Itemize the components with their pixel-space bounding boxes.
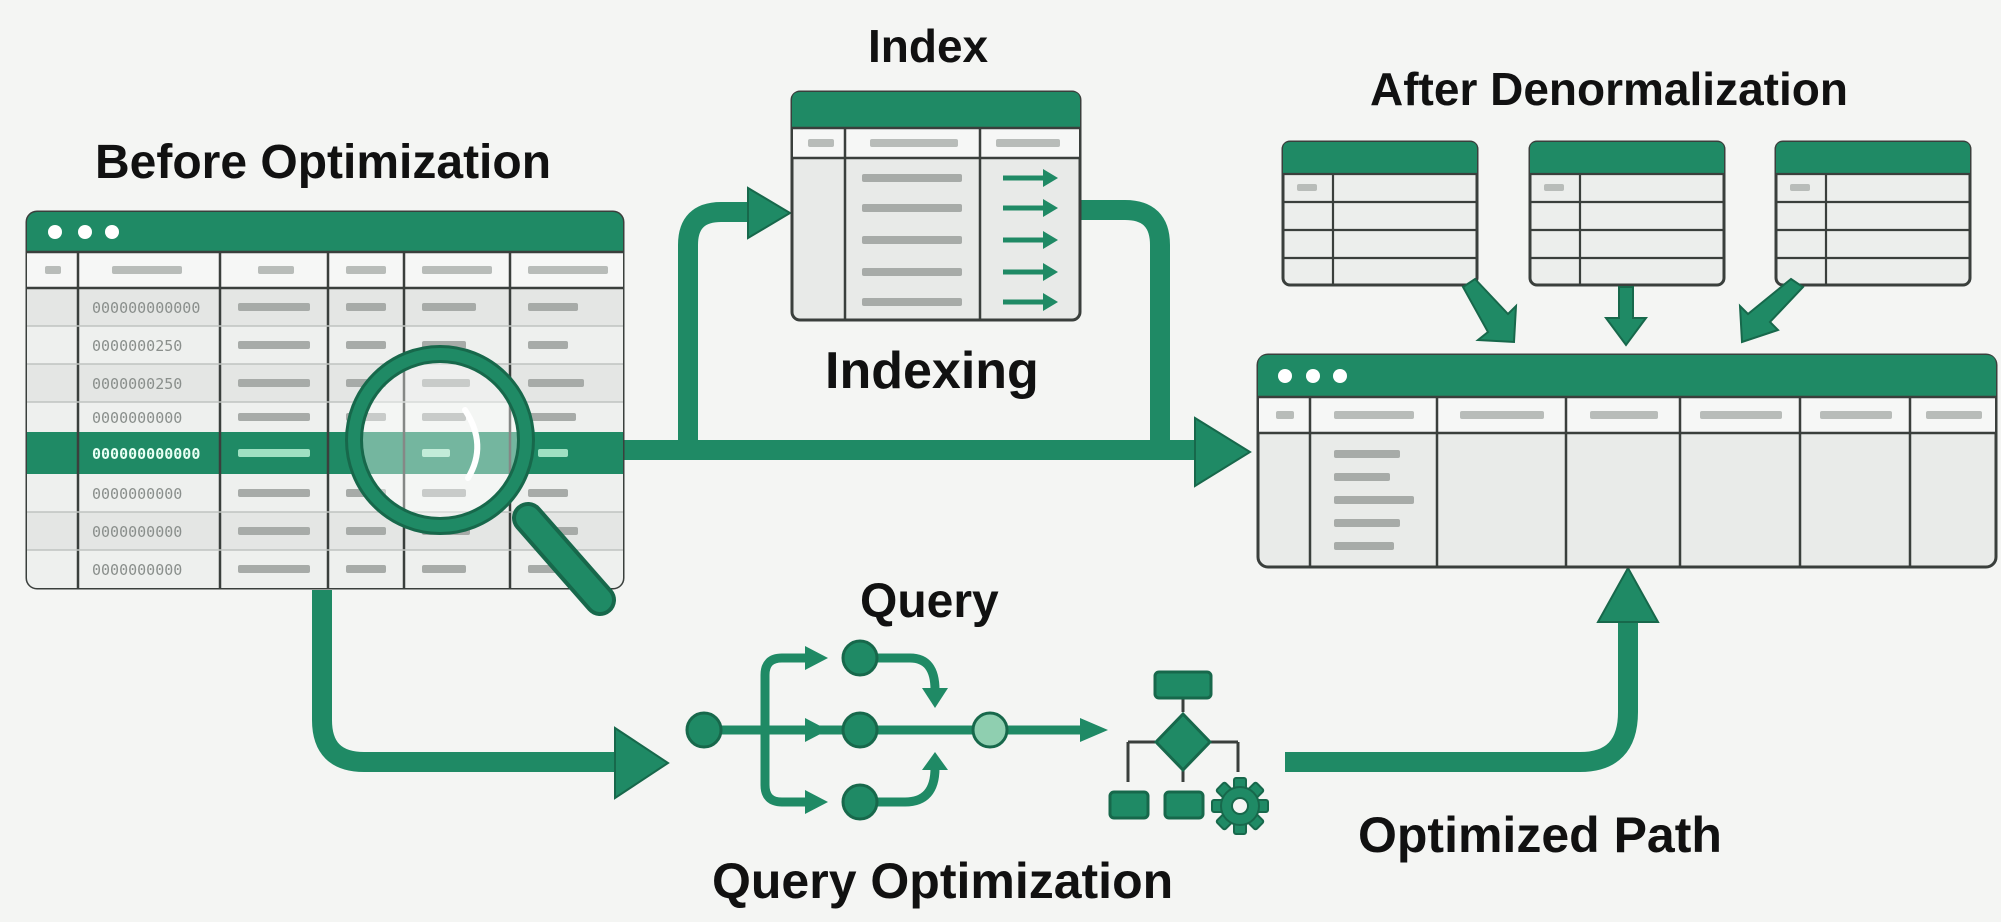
arrow-icon: [1003, 169, 1058, 311]
row-codes: 000000000000 0000000250 0000000250 00000…: [92, 299, 200, 579]
index-table: [790, 90, 1082, 322]
before-optimization-label: Before Optimization: [95, 136, 551, 189]
row-code: 0000000000: [92, 485, 182, 503]
row-code-highlighted: 000000000000: [92, 445, 200, 463]
row-band: [27, 288, 623, 326]
row-band: [27, 326, 623, 364]
flowchart-icon: [1108, 670, 1240, 820]
gear-icon: [1211, 777, 1269, 835]
query-label: Query: [860, 575, 999, 628]
connector-arrows: [312, 200, 1638, 772]
row-code: 0000000250: [92, 375, 182, 393]
row-code: 0000000000: [92, 409, 182, 427]
row-band: [27, 550, 623, 588]
row-code: 000000000000: [92, 299, 200, 317]
row-code: 0000000250: [92, 337, 182, 355]
window-dots-icon: [1278, 369, 1347, 383]
after-denormalization-label: After Denormalization: [1370, 63, 1848, 115]
window-title-bar: [27, 212, 623, 252]
magnifying-glass-icon: [345, 345, 616, 616]
after-denormalization-table: [1256, 353, 1998, 569]
row-code: 0000000000: [92, 561, 182, 579]
index-exit-arrow-line: [1080, 200, 1170, 450]
denormalize-arrows: [1461, 277, 1805, 347]
small-table-2: [1528, 140, 1726, 287]
optimized-path-arrow-line: [1285, 620, 1638, 772]
optimized-path-arrowhead: [1596, 565, 1660, 623]
query-branch-arrow-line: [312, 590, 620, 772]
index-branch-arrow-line: [678, 202, 750, 450]
row-code: 0000000000: [92, 523, 182, 541]
index-branch-arrowhead: [747, 186, 792, 240]
highlighted-row-placeholders: [238, 449, 568, 457]
indexing-label: Indexing: [825, 342, 1039, 400]
header-placeholders: [45, 266, 608, 274]
arrowheads: [614, 186, 1660, 800]
before-optimization-table: 000000000000 0000000250 0000000250 00000…: [25, 210, 625, 590]
query-branch-arrowhead: [614, 726, 670, 800]
small-table-1: [1281, 140, 1479, 287]
index-label: Index: [868, 20, 989, 72]
query-optimization-label: Query Optimization: [712, 853, 1173, 909]
window-dots-icon: [48, 225, 119, 239]
small-table-3: [1774, 140, 1972, 287]
optimized-path-label: Optimized Path: [1358, 807, 1722, 863]
query-graph: [685, 639, 1108, 821]
main-flow-arrowhead: [1194, 416, 1252, 488]
